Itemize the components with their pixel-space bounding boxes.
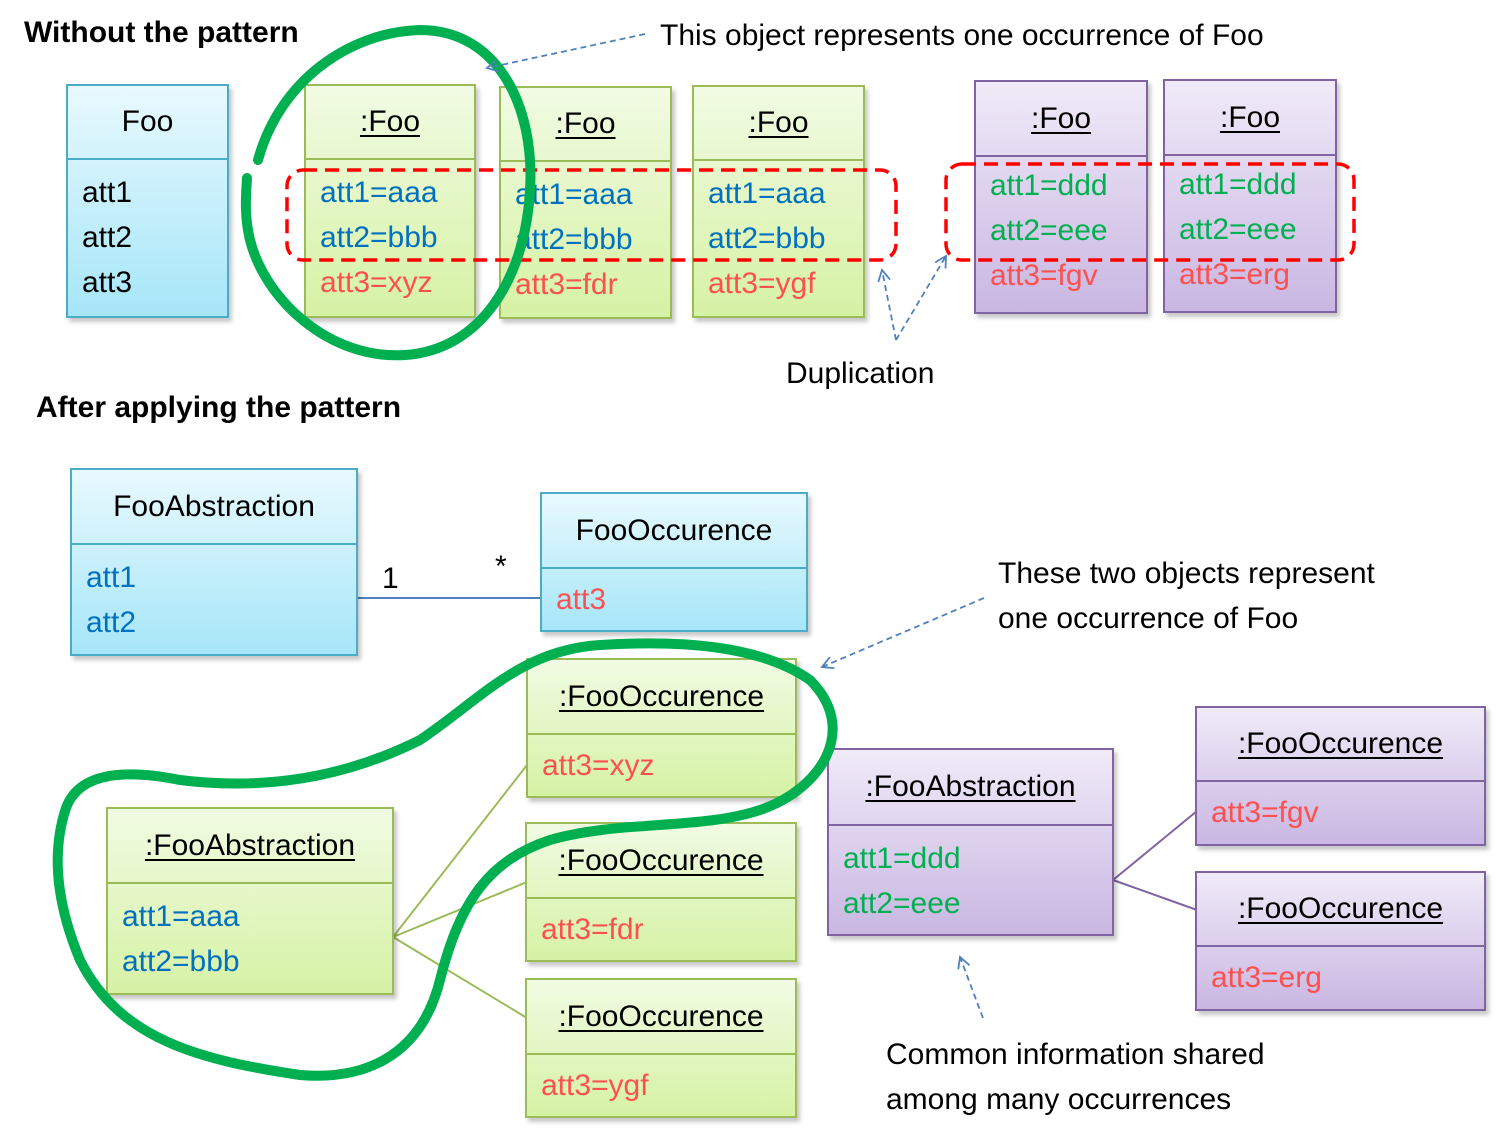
object-foo-occurence-green-3[interactable]: :FooOccurence att3=ygf xyxy=(525,978,797,1118)
link-purple-occurrence-1 xyxy=(1112,810,1198,881)
object-foo-green-1[interactable]: :Foo att1=aaa att2=bbb att3=xyz xyxy=(304,84,476,318)
annotation-two-objects-line1: These two objects represent xyxy=(998,557,1375,590)
object-name: :Foo xyxy=(748,106,809,139)
class-foo-attribute: att3 xyxy=(82,266,133,299)
multiplicity-one: 1 xyxy=(382,562,399,595)
object-attribute: att2=eee xyxy=(990,214,1108,247)
object-attribute: att3=ygf xyxy=(541,1069,649,1102)
object-name: :Foo xyxy=(359,105,421,138)
link-purple-occurrence-2 xyxy=(1112,879,1198,911)
object-attribute: att2=bbb xyxy=(122,945,240,978)
arrow-duplication-right xyxy=(895,254,947,341)
arrow-one-occurrence xyxy=(485,33,646,73)
class-foo-attribute: att1 xyxy=(82,176,133,209)
class-foo-occurence[interactable]: FooOccurence att3 xyxy=(540,492,808,632)
arrow-duplication-left xyxy=(877,268,897,341)
heading-without-pattern: Without the pattern xyxy=(24,16,299,49)
highlight-circle-top xyxy=(240,24,536,361)
class-attribute: att3 xyxy=(556,583,607,616)
class-foo-attribute: att2 xyxy=(82,221,133,254)
object-attribute: att1=aaa xyxy=(122,900,240,933)
object-attribute: att1=ddd xyxy=(990,169,1108,202)
object-name: :Foo xyxy=(555,107,616,140)
object-attribute: att1=aaa xyxy=(708,177,826,210)
link-abstraction-occurrence-2 xyxy=(392,881,528,938)
annotation-duplication: Duplication xyxy=(786,357,935,390)
object-foo-abstraction-green[interactable]: :FooAbstraction att1=aaa att2=bbb xyxy=(106,807,394,995)
annotation-common-line2: among many occurrences xyxy=(886,1083,1232,1116)
highlight-blob-bottom xyxy=(52,638,838,1081)
object-name: :FooOccurence xyxy=(558,679,765,713)
class-attribute: att2 xyxy=(86,606,137,639)
object-attribute: att3=erg xyxy=(1211,961,1322,994)
object-foo-occurence-purple-1[interactable]: :FooOccurence att3=fgv xyxy=(1195,706,1486,846)
annotation-two-objects-line2: one occurrence of Foo xyxy=(998,602,1299,635)
object-attribute: att3=xyz xyxy=(542,749,655,782)
arrow-common-information xyxy=(957,955,984,1019)
annotation-common-line1: Common information shared xyxy=(886,1038,1265,1071)
class-name: FooAbstraction xyxy=(72,470,356,545)
object-attribute: att1=aaa xyxy=(320,176,438,209)
object-attribute: att2=eee xyxy=(843,887,961,920)
object-attribute: att2=bbb xyxy=(708,222,826,255)
duplication-box-green xyxy=(285,168,898,262)
class-foo-abstraction[interactable]: FooAbstraction att1 att2 xyxy=(70,468,358,656)
object-name: :FooOccurence xyxy=(558,843,764,877)
object-attribute: att2=eee xyxy=(1179,213,1297,246)
link-abstraction-occurrence-1 xyxy=(392,764,528,938)
class-foo-name: Foo xyxy=(68,86,227,160)
object-attribute: att3=fdr xyxy=(541,913,644,946)
object-foo-occurence-green-2[interactable]: :FooOccurence att3=fdr xyxy=(525,822,797,962)
object-name: :FooOccurence xyxy=(558,999,764,1033)
object-attribute: att1=ddd xyxy=(843,842,961,875)
arrow-two-objects xyxy=(820,597,985,670)
class-attribute: att1 xyxy=(86,561,137,594)
object-name: :Foo xyxy=(1219,100,1281,134)
object-attribute: att2=bbb xyxy=(320,221,438,254)
duplication-box-purple xyxy=(944,162,1356,262)
object-attribute: att3=erg xyxy=(1179,258,1290,291)
object-foo-green-3[interactable]: :Foo att1=aaa att2=bbb att3=ygf xyxy=(692,85,865,318)
object-attribute: att3=xyz xyxy=(320,266,433,299)
object-foo-occurence-purple-2[interactable]: :FooOccurence att3=erg xyxy=(1195,871,1486,1011)
object-attribute: att2=bbb xyxy=(515,223,633,256)
object-name: :Foo xyxy=(1030,101,1092,135)
object-foo-abstraction-purple[interactable]: :FooAbstraction att1=ddd att2=eee xyxy=(827,748,1114,936)
object-foo-purple-1[interactable]: :Foo att1=ddd att2=eee att3=fgv xyxy=(974,80,1148,314)
object-name: :FooAbstraction xyxy=(865,770,1076,803)
object-attribute: att3=fdr xyxy=(515,268,618,301)
object-attribute: att3=fgv xyxy=(990,259,1098,292)
object-name: :FooOccurence xyxy=(1237,892,1444,925)
object-attribute: att3=ygf xyxy=(708,267,816,300)
object-attribute: att3=fgv xyxy=(1211,796,1319,829)
annotation-one-occurrence: This object represents one occurrence of… xyxy=(660,19,1264,52)
multiplicity-many: * xyxy=(495,550,507,583)
class-name: FooOccurence xyxy=(542,494,806,569)
object-foo-occurence-green-1[interactable]: :FooOccurence att3=xyz xyxy=(526,658,797,798)
heading-after-pattern: After applying the pattern xyxy=(36,391,402,424)
object-foo-purple-2[interactable]: :Foo att1=ddd att2=eee att3=erg xyxy=(1163,79,1337,313)
class-foo[interactable]: Foo att1 att2 att3 xyxy=(66,84,229,318)
object-name: :FooOccurence xyxy=(1237,727,1444,760)
link-abstraction-occurrence-3 xyxy=(392,936,528,1019)
object-attribute: att1=ddd xyxy=(1179,168,1297,201)
object-name: :FooAbstraction xyxy=(144,828,356,862)
